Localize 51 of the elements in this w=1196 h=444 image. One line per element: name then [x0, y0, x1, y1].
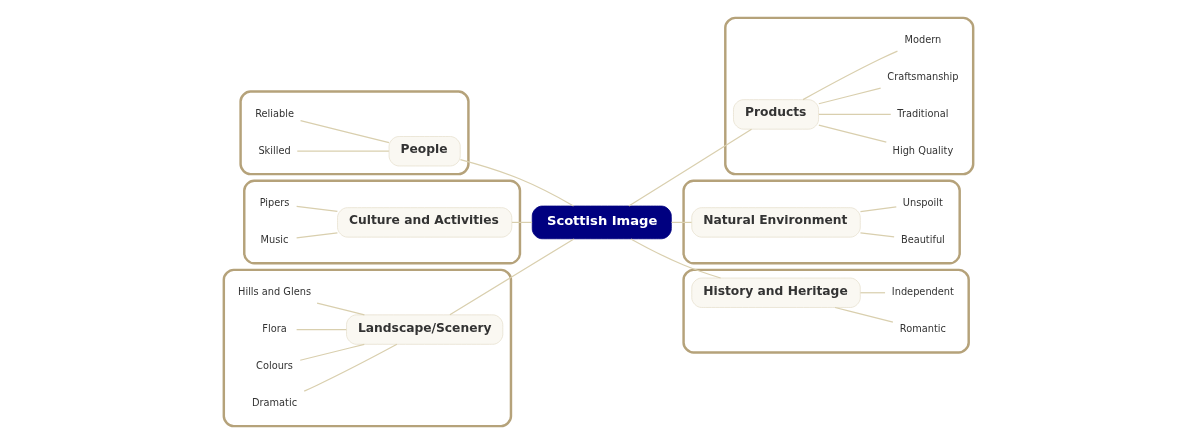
connector — [448, 238, 574, 316]
connector — [670, 221, 692, 224]
node-text: High Quality — [892, 144, 953, 156]
connector — [817, 87, 881, 105]
cluster — [222, 268, 512, 428]
cluster — [242, 179, 521, 265]
node-text: Flora — [261, 323, 287, 335]
connector — [817, 113, 891, 116]
node-text: Beautiful — [900, 233, 945, 245]
node-text: Music — [260, 233, 288, 245]
connector — [629, 238, 721, 279]
connector — [801, 50, 898, 101]
node-text: Pipers — [259, 197, 289, 209]
node-text: Modern — [903, 34, 941, 46]
connector — [303, 343, 398, 392]
cluster — [238, 90, 470, 176]
node-box: Products — [732, 99, 819, 130]
connector — [859, 292, 886, 294]
node-text: Unspoilt — [902, 197, 943, 209]
node-text: Skilled — [257, 144, 291, 156]
node-text: Craftsmanship — [886, 71, 958, 83]
connector — [299, 343, 365, 361]
node-text: Traditional — [896, 107, 948, 119]
node-box: History and Heritage — [690, 277, 861, 308]
connector — [817, 124, 887, 143]
connector — [859, 206, 897, 213]
node-text: Colours — [255, 359, 293, 371]
connector — [295, 205, 338, 213]
node-box: Culture and Activities — [336, 207, 512, 238]
node-box: People — [388, 136, 461, 167]
connector — [295, 328, 347, 331]
node-text: Reliable — [254, 107, 294, 119]
connector — [627, 128, 752, 207]
connector — [510, 221, 533, 224]
node-box: Scottish Image — [531, 205, 672, 240]
node-text: Romantic — [899, 323, 946, 335]
node-text: Dramatic — [251, 396, 297, 408]
connector — [459, 159, 574, 207]
connector — [296, 150, 389, 152]
connector — [859, 232, 895, 238]
node-text: Hills and Glens — [237, 286, 311, 298]
cluster — [681, 179, 961, 265]
connector — [833, 306, 894, 323]
connector — [295, 232, 338, 239]
node-text: Independent — [891, 286, 954, 298]
connector — [316, 302, 365, 316]
cluster — [681, 268, 970, 354]
connector — [299, 120, 390, 144]
node-box: Natural Environment — [690, 207, 861, 238]
node-box: Landscape/Scenery — [345, 314, 503, 345]
cluster — [723, 16, 974, 176]
